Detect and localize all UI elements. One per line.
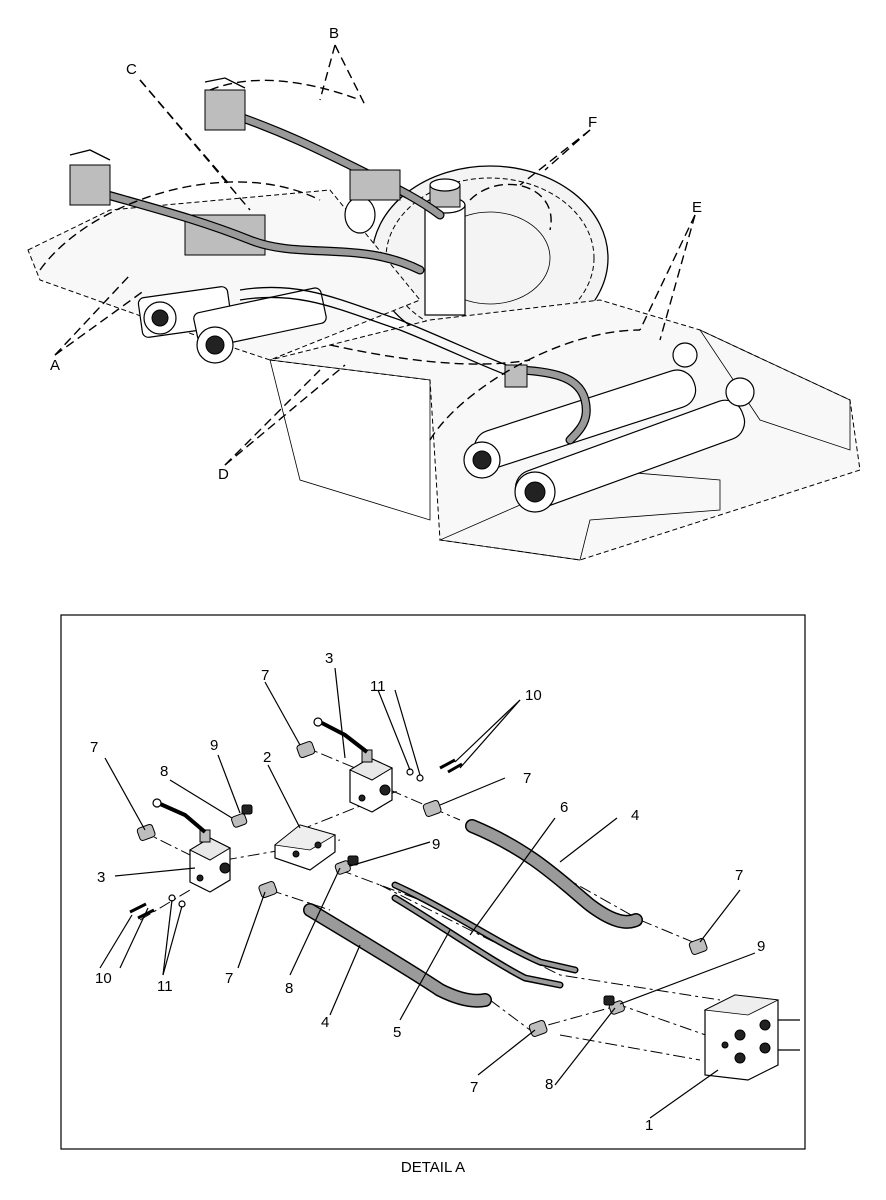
callout-2: 2: [263, 749, 271, 766]
callout-7-bottom: 7: [470, 1079, 478, 1096]
view-label-e: E: [692, 199, 702, 216]
callout-8-right: 8: [545, 1076, 553, 1093]
callout-8-left: 8: [160, 763, 168, 780]
callout-numbers: 1 2 3 3 4 4 5 6 7 7 7 7 7 7 8 8 8 9 9 9 …: [90, 650, 765, 1134]
callout-7-top: 7: [261, 667, 269, 684]
detail-caption: DETAIL A: [401, 1159, 465, 1176]
ball-valve-3-upper: [313, 717, 394, 813]
callout-9-right: 9: [757, 938, 765, 955]
callout-4-lower: 4: [321, 1014, 329, 1031]
callout-6: 6: [560, 799, 568, 816]
callout-3-lower: 3: [97, 869, 105, 886]
view-label-b: B: [329, 25, 339, 42]
callout-10-upper: 10: [525, 687, 542, 704]
detail-frame: [60, 614, 806, 1150]
overview-assembly: A B C D E F: [27, 25, 861, 561]
manifold-block-2: [274, 824, 336, 871]
detail-a-panel: 1 2 3 3 4 4 5 6 7 7 7 7 7 7 8 8 8 9 9 9 …: [60, 614, 806, 1150]
ball-valve-3-lower: [152, 798, 232, 893]
view-label-f: F: [588, 114, 597, 131]
callout-11-lower: 11: [157, 978, 173, 995]
view-label-d: D: [218, 466, 229, 483]
view-label-c: C: [126, 61, 137, 78]
hoses: [303, 819, 643, 1008]
callout-1: 1: [645, 1117, 653, 1134]
callout-7-right: 7: [735, 867, 743, 884]
callout-9-left: 9: [210, 737, 218, 754]
left-cylinders: [137, 196, 376, 364]
callout-10-lower: 10: [95, 970, 112, 987]
callout-9-mid: 9: [432, 836, 440, 853]
callout-7-bottom-left: 7: [225, 970, 233, 987]
callout-11-upper: 11: [370, 678, 386, 695]
callout-3-upper: 3: [325, 650, 333, 667]
view-label-a: A: [50, 357, 60, 374]
leader-lines: [99, 667, 756, 1119]
callout-7-mid: 7: [523, 770, 531, 787]
upper-valve-blocks: [69, 77, 401, 206]
manifold-block-1: [703, 994, 800, 1081]
callout-8-mid: 8: [285, 980, 293, 997]
callout-4-upper: 4: [631, 807, 639, 824]
callout-7-left: 7: [90, 739, 98, 756]
callout-5: 5: [393, 1024, 401, 1041]
